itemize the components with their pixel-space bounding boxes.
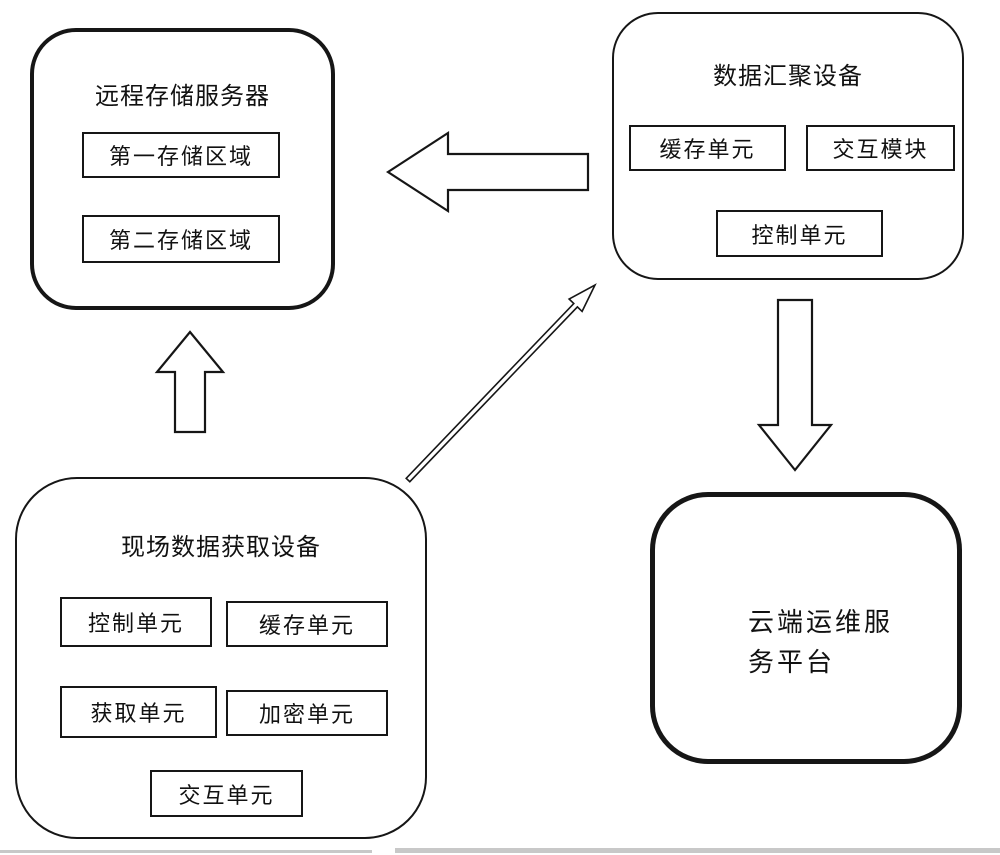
- field-data-acquisition-device-box: 现场数据获取设备 控制单元 缓存单元 获取单元 加密单元 交互单元: [15, 477, 427, 839]
- cloud-om-service-platform-box: 云端运维服 务平台: [650, 492, 962, 764]
- unit-control: 控制单元: [716, 210, 883, 257]
- scan-artifact-right: [395, 848, 1000, 853]
- unit-encryption: 加密单元: [226, 690, 388, 736]
- arrow-field-to-aggregation: [405, 283, 597, 483]
- field-data-acquisition-device-title: 现场数据获取设备: [121, 533, 321, 561]
- unit-control: 控制单元: [60, 597, 212, 647]
- cloud-om-service-platform-title: 云端运维服 务平台: [748, 603, 893, 683]
- scan-artifact-left: [0, 850, 372, 853]
- unit-interaction-module: 交互模块: [806, 125, 955, 171]
- unit-interaction: 交互单元: [150, 770, 303, 817]
- data-aggregation-device-title: 数据汇聚设备: [713, 62, 863, 90]
- unit-first-storage-area: 第一存储区域: [82, 132, 280, 178]
- unit-cache: 缓存单元: [629, 125, 786, 171]
- remote-storage-server-title: 远程存储服务器: [95, 82, 270, 110]
- data-aggregation-device-box: 数据汇聚设备 缓存单元 交互模块 控制单元: [612, 12, 964, 280]
- unit-acquisition: 获取单元: [60, 686, 217, 738]
- arrow-aggregation-to-remote-storage: [385, 130, 590, 214]
- arrow-aggregation-to-cloud: [756, 298, 834, 472]
- cloud-title-line-1: 云端运维服: [748, 608, 894, 638]
- cloud-title-line-2: 务平台: [748, 648, 836, 678]
- unit-cache: 缓存单元: [226, 601, 388, 647]
- unit-second-storage-area: 第二存储区域: [82, 215, 280, 263]
- arrow-field-to-remote-storage: [154, 330, 226, 434]
- remote-storage-server-box: 远程存储服务器 第一存储区域 第二存储区域: [30, 28, 335, 310]
